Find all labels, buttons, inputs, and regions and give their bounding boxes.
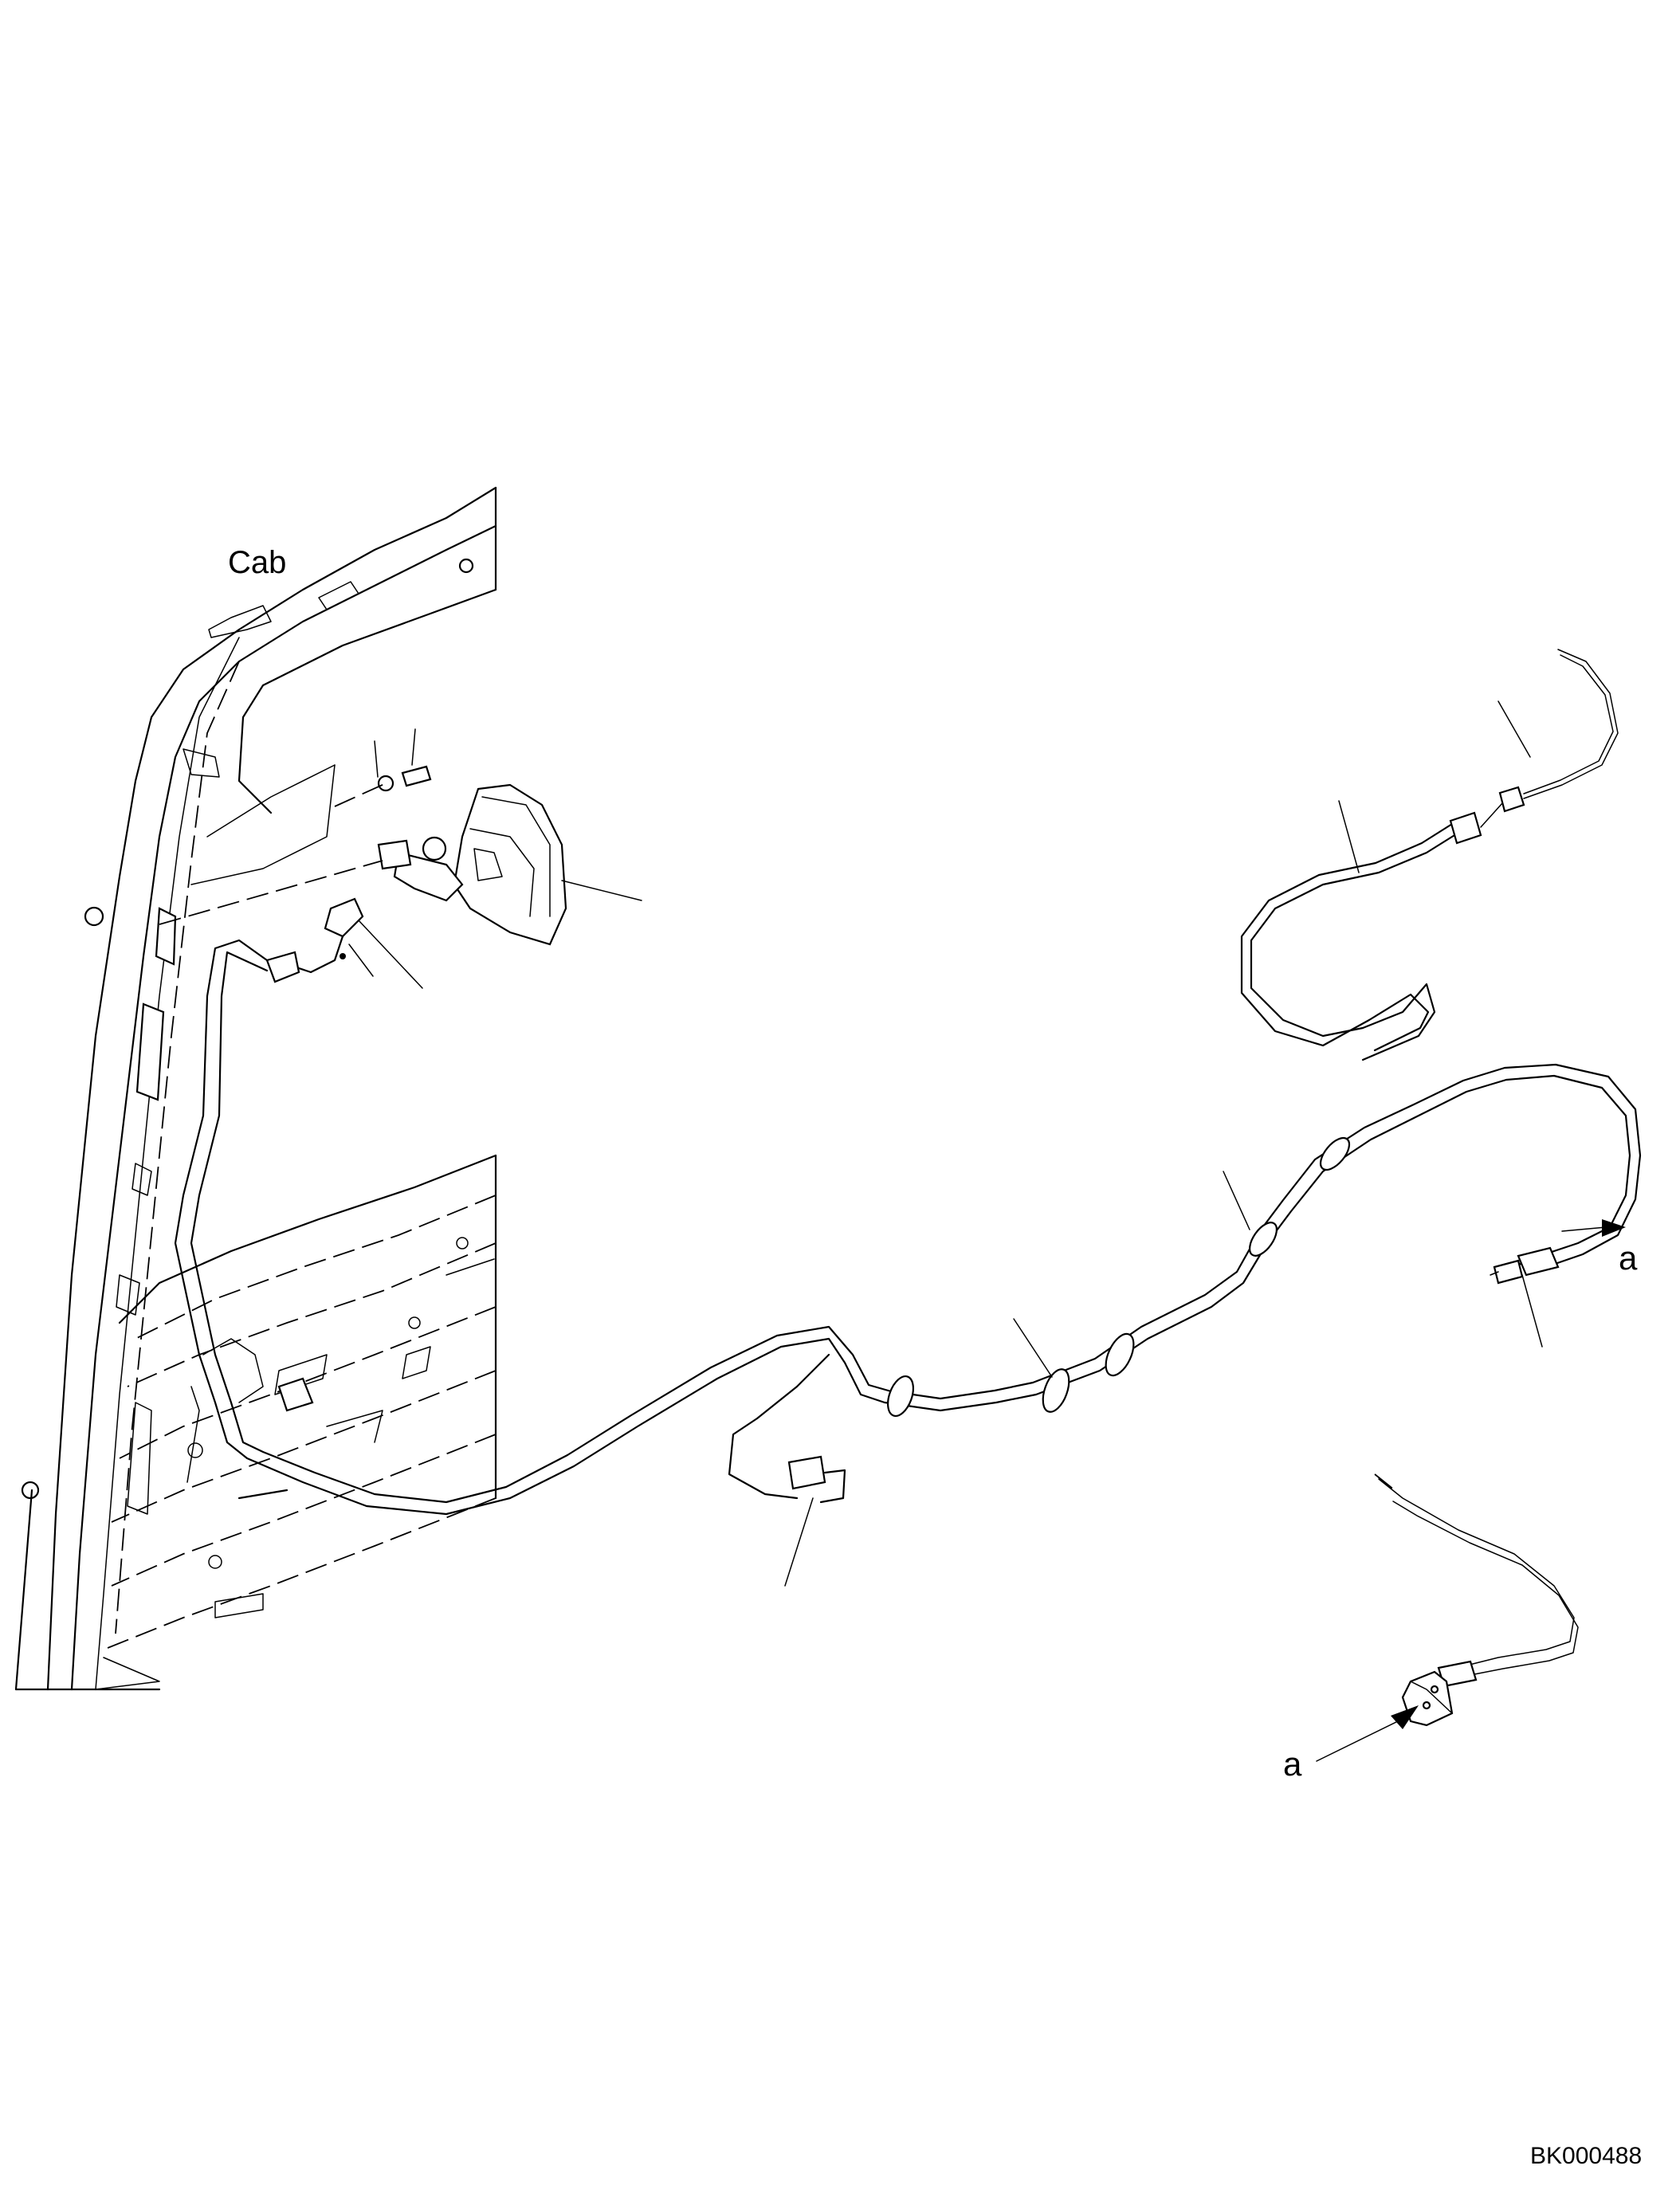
reference-a-bottom: a: [1283, 1745, 1302, 1783]
cab-lower-panels: [103, 1154, 497, 1650]
main-harness: [174, 939, 1642, 1516]
drawing-code: BK000488: [1530, 2143, 1643, 2169]
cab-label: Cab: [228, 545, 287, 580]
cab-frame: [14, 486, 497, 1691]
antenna-plug: [1490, 1219, 1626, 1348]
antenna-module: [1316, 1473, 1579, 1762]
antenna-cable: [1240, 649, 1619, 1061]
work-lamp-assembly: [159, 728, 642, 946]
lamp-connector: [265, 897, 423, 989]
reference-a-top: a: [1619, 1239, 1638, 1277]
branch-connector: [728, 1353, 846, 1587]
harness-clamps: [887, 1136, 1351, 1417]
